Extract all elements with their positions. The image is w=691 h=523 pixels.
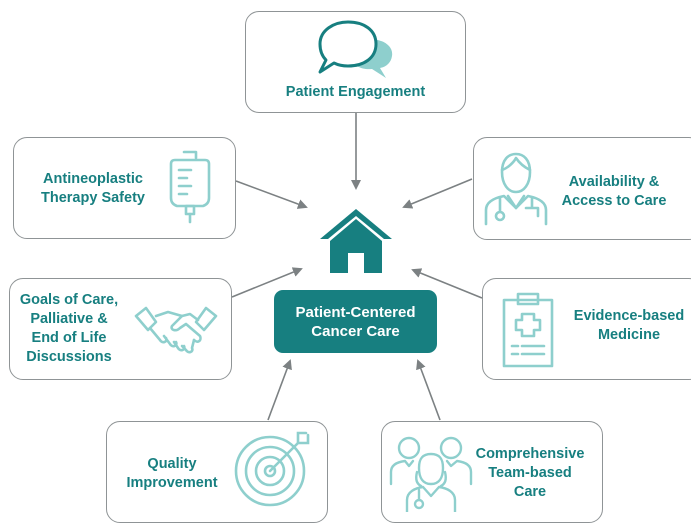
clipboard-medical-icon — [502, 292, 554, 368]
care-team-icon — [389, 436, 473, 512]
goals-line-2: Palliative & — [30, 311, 108, 327]
label-quality-improvement: Quality Improvement — [110, 455, 234, 493]
arrow-quality — [267, 359, 292, 421]
node-quality-improvement — [106, 421, 328, 523]
label-goals-of-care: Goals of Care, Palliative & End of Life … — [10, 291, 128, 367]
evidence-line-2: Medicine — [597, 327, 661, 343]
center-node: Patient-Centered Cancer Care — [274, 290, 437, 353]
goals-line-4: Discussions — [26, 349, 112, 365]
handshake-icon — [134, 306, 218, 354]
label-therapy-safety: Antineoplastic Therapy Safety — [22, 170, 164, 208]
goals-line-3: End of Life — [31, 330, 107, 346]
access-line-2: Access to Care — [561, 193, 667, 209]
center-line-1: Patient-Centered — [295, 303, 416, 321]
evidence-line-1: Evidence-based — [573, 308, 685, 324]
team-line-3: Care — [513, 484, 547, 500]
quality-line-1: Quality — [147, 456, 197, 472]
iv-bag-icon — [169, 150, 211, 224]
arrow-safety — [235, 180, 308, 209]
house-icon — [320, 209, 392, 273]
node-therapy-safety — [13, 137, 236, 239]
therapy-safety-line-2: Therapy Safety — [41, 190, 145, 206]
team-line-1: Comprehensive — [475, 446, 585, 462]
arrow-access — [402, 178, 473, 209]
label-patient-engagement: Patient Engagement — [245, 83, 466, 102]
goals-line-1: Goals of Care, — [19, 292, 119, 308]
center-line-2: Cancer Care — [311, 322, 400, 340]
node-goals-of-care — [9, 278, 232, 380]
therapy-safety-line-1: Antineoplastic — [43, 171, 143, 187]
arrow-team — [416, 359, 441, 421]
arrow-evidence — [411, 268, 483, 299]
chat-bubbles-icon — [318, 20, 393, 78]
label-access-to-care: Availability & Access to Care — [550, 173, 678, 211]
access-line-1: Availability & — [568, 174, 660, 190]
arrow-goals — [231, 267, 303, 298]
patient-engagement-text: Patient Engagement — [285, 84, 426, 100]
label-team-based-care: Comprehensive Team-based Care — [466, 445, 594, 502]
quality-line-2: Improvement — [126, 475, 218, 491]
label-evidence-based: Evidence-based Medicine — [564, 307, 691, 345]
doctor-icon — [484, 152, 548, 226]
team-line-2: Team-based — [488, 465, 572, 481]
target-icon — [234, 431, 310, 507]
